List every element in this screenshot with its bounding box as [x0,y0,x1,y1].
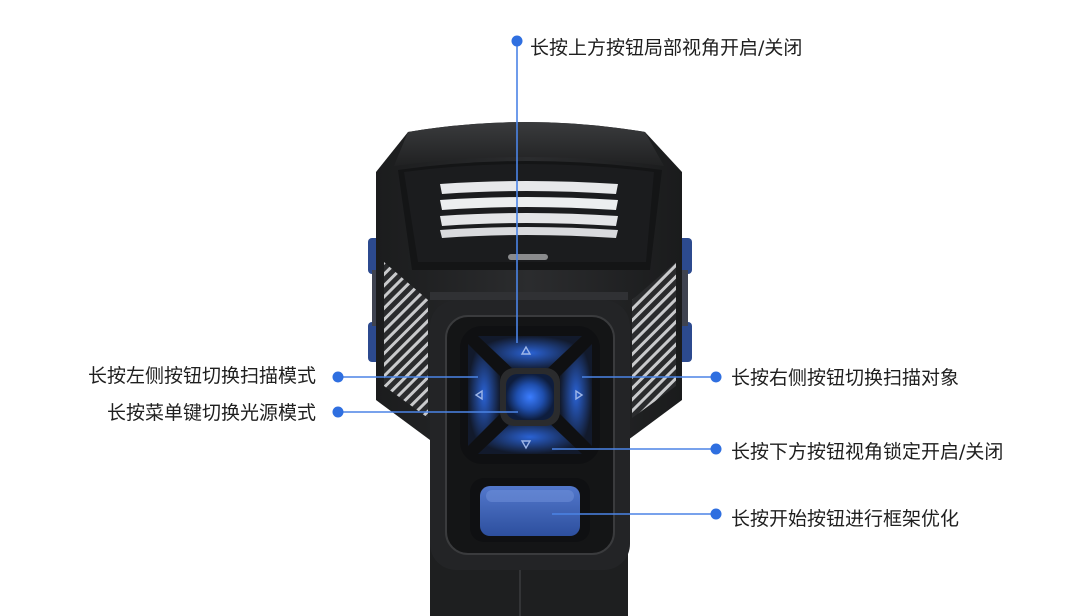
callout-label-start: 长按开始按钮进行框架优化 [731,508,960,530]
callout-dot-top [511,35,523,47]
triangle-left-icon [474,389,483,401]
callout-label-left: 长按左侧按钮切换扫描模式 [87,365,316,387]
callout-dot-start [710,508,722,520]
callout-label-right: 长按右侧按钮切换扫描对象 [731,367,960,389]
start-button-housing [470,478,590,542]
dpad [460,326,600,464]
callout-dot-menu [332,406,344,418]
callout-dot-left [332,371,344,383]
callout-label-menu: 长按菜单键切换光源模式 [106,402,316,424]
down-button[interactable] [478,420,582,454]
callout-label-down: 长按下方按钮视角锁定开启/关闭 [731,441,1004,463]
menu-button[interactable] [506,374,554,420]
left-button[interactable] [468,344,500,446]
triangle-up-icon [520,345,532,355]
callout-dot-right [710,371,722,383]
callout-dots [332,35,722,520]
led-light-bar [440,181,618,238]
triangle-down-icon [520,440,532,450]
triangle-right-icon [575,389,584,401]
grille-left [384,262,428,418]
grille-right [632,262,676,418]
callout-lines [338,41,716,515]
callout-dot-down [710,443,722,455]
callout-label-top: 长按上方按钮局部视角开启/关闭 [530,37,803,59]
